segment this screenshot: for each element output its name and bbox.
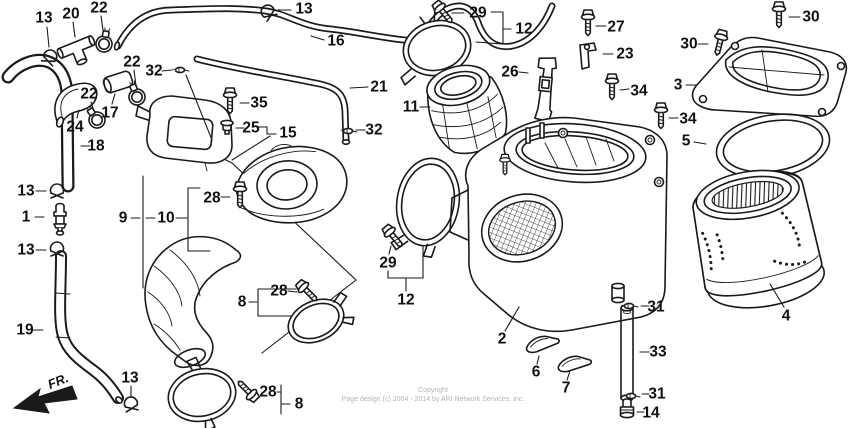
copyright-line2: Page design (c) 2004 - 2014 by ARI Netwo… (341, 396, 525, 403)
callout-28: 28 (270, 283, 288, 300)
callout-13: 13 (295, 1, 313, 18)
callout-28: 28 (259, 384, 277, 401)
part-band-clamp-bottom-12 (390, 157, 461, 259)
case-studs (525, 122, 545, 144)
bolt-34-upper (604, 73, 620, 101)
callout-21: 21 (370, 79, 388, 96)
callout-18: 18 (87, 138, 105, 155)
callout-6: 6 (532, 364, 541, 381)
part-valve-1 (53, 202, 67, 236)
callout-27: 27 (607, 19, 624, 36)
bolt-28-bottom (233, 376, 262, 405)
hose-drain-21 (193, 55, 351, 146)
callout-15: 15 (279, 125, 297, 142)
part-flap-6 (523, 331, 562, 355)
part-flap-7 (555, 352, 593, 374)
callout-34: 34 (630, 83, 648, 100)
callout-13: 13 (121, 370, 139, 387)
callout-8: 8 (238, 294, 247, 311)
bolt-27 (580, 9, 596, 37)
fr-label: FR. (45, 370, 70, 392)
part-chamber-15 (135, 95, 233, 172)
part-intake-cover-3 (691, 36, 848, 118)
callout-20: 20 (62, 6, 79, 23)
callout-1: 1 (22, 209, 31, 226)
callout-22: 22 (123, 54, 140, 71)
bolt-28-mid (293, 277, 322, 306)
callout-11: 11 (403, 99, 420, 116)
part-air-cleaner-case-2 (449, 116, 668, 333)
callout-5: 5 (682, 133, 691, 150)
part-carb-boot (235, 143, 348, 224)
callout-2: 2 (498, 331, 507, 348)
bolt-30-right (771, 1, 787, 29)
callout-16: 16 (327, 33, 345, 50)
callout-30: 30 (680, 36, 697, 53)
callout-14: 14 (642, 405, 660, 422)
part-filter-element-4 (692, 169, 825, 309)
callout-25: 25 (242, 120, 260, 137)
part-elbow-duct (144, 235, 242, 369)
clip-13-c (49, 183, 65, 199)
callout-12: 12 (397, 292, 414, 309)
callout-12: 12 (515, 21, 532, 38)
part-tube-17 (102, 70, 134, 94)
callout-28: 28 (203, 190, 221, 207)
part-funnel-24 (54, 82, 98, 128)
copyright-notice: Copyright Page design (c) 2004 - 2014 by… (342, 386, 524, 404)
callout-10: 10 (157, 210, 174, 227)
callout-13: 13 (17, 183, 35, 200)
callout-8: 8 (295, 396, 304, 413)
clip-31-b (623, 392, 641, 400)
fr-direction-marker: FR. (12, 370, 78, 414)
callout-29: 29 (379, 255, 397, 272)
callout-29: 29 (469, 5, 487, 22)
callout-31: 31 (647, 299, 665, 316)
callout-9: 9 (119, 210, 128, 227)
callout-30: 30 (802, 9, 819, 26)
callout-33: 33 (649, 344, 667, 361)
clip-13-e (122, 395, 140, 413)
callout-22: 22 (90, 0, 107, 17)
callout-13: 13 (35, 10, 53, 27)
callout-19: 19 (16, 322, 34, 339)
callout-4: 4 (782, 308, 791, 325)
part-band-clamp-top-12 (400, 12, 472, 86)
hose-drain-19 (54, 250, 124, 404)
callout-13: 13 (17, 242, 35, 259)
callout-7: 7 (562, 380, 571, 397)
callout-22: 22 (80, 86, 97, 103)
clamp-22-a (93, 26, 116, 55)
leader-lines (32, 9, 801, 415)
callout-34: 34 (679, 111, 697, 128)
callout-23: 23 (616, 46, 634, 63)
callout-32: 32 (365, 122, 382, 139)
callout-26: 26 (501, 64, 519, 81)
bolt-34-lower (653, 102, 669, 130)
part-connecting-duct-11 (426, 64, 508, 155)
clip-32-b (340, 127, 358, 135)
part-fitting-14 (619, 398, 635, 419)
part-clamp-8-upper (287, 291, 355, 344)
part-joint-20 (56, 35, 96, 66)
callout-32: 32 (145, 63, 162, 80)
callout-3: 3 (674, 77, 683, 94)
part-strap-26 (534, 57, 558, 123)
callout-31: 31 (648, 386, 666, 403)
callout-24: 24 (66, 119, 84, 136)
callout-17: 17 (101, 105, 118, 122)
copyright-line1: Copyright (418, 387, 448, 394)
callout-35: 35 (250, 95, 268, 112)
part-bracket-23 (579, 42, 597, 70)
clip-32-a (172, 66, 190, 74)
part-clamp-8-lower (167, 356, 237, 428)
